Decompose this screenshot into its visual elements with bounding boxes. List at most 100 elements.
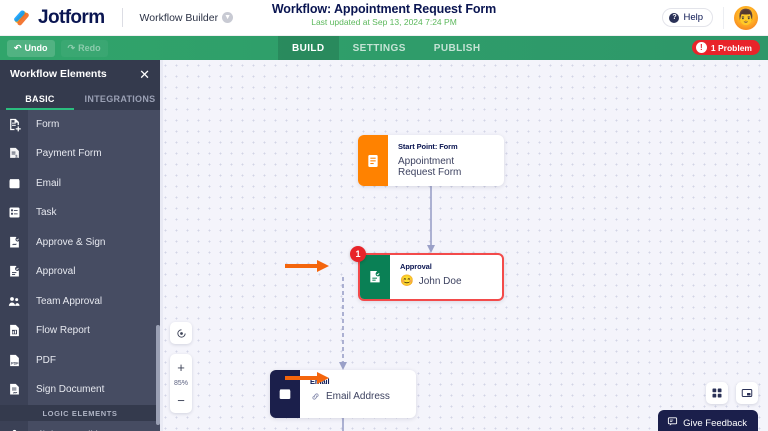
sidebar-item-approve-and-sign[interactable]: Approve & Sign [0, 227, 160, 258]
approval-check-icon [360, 255, 390, 299]
canvas-left-edge [160, 60, 163, 431]
sidebar-section-logic-elements: LOGIC ELEMENTS [0, 405, 160, 421]
give-feedback-button[interactable]: Give Feedback [658, 410, 758, 431]
tab-build-label: BUILD [292, 42, 325, 54]
sidebar-item-sign-document[interactable]: Sign Document [0, 375, 160, 405]
top-bar: Jotform Workflow Builder ▼ Workflow: App… [0, 0, 768, 36]
grid-view-icon[interactable] [706, 382, 728, 404]
sidebar-item-pdf[interactable]: PDF PDF [0, 345, 160, 376]
sidebar-item-email[interactable]: Email [0, 168, 160, 199]
team-approval-icon [0, 286, 28, 316]
sidebar-section-label: LOGIC ELEMENTS [42, 408, 118, 418]
sidebar-item-approval[interactable]: Approval [0, 257, 160, 287]
sidebar-item-team-approval[interactable]: Team Approval [0, 286, 160, 317]
arrow-shaft [285, 264, 319, 268]
node-main-label: John Doe [418, 276, 462, 287]
product-switcher[interactable]: Workflow Builder ▼ [140, 12, 234, 24]
sidebar-item-approve-and-sign-body: Approve & Sign [28, 227, 160, 257]
tab-settings[interactable]: SETTINGS [339, 36, 420, 60]
sidebar-item-label: Flow Report [36, 325, 90, 337]
problem-count-label: 1 Problem [710, 42, 752, 53]
sidebar-item-label: Payment Form [36, 148, 102, 160]
form-document-icon [358, 135, 388, 186]
annotation-arrow-1 [285, 260, 331, 272]
fit-view-icon[interactable] [170, 322, 192, 344]
sidebar-item-if-else-condition[interactable]: If/Else Condition [0, 420, 160, 431]
sidebar-item-payment-form-body: Payment Form [28, 139, 160, 169]
build-toolbar: ↶ Undo ↷ Redo BUILD SETTINGS PUBLISH ! 1… [0, 36, 768, 60]
feedback-icon [667, 416, 678, 430]
sidebar-title: Workflow Elements [10, 68, 107, 80]
sidebar-item-flow-report-body: Flow Report [28, 316, 160, 346]
sidebar-item-email-body: Email [28, 168, 160, 198]
arrow-head [317, 260, 329, 272]
avatar[interactable]: 👨 [734, 5, 758, 30]
tab-settings-label: SETTINGS [352, 42, 406, 54]
arrow-shaft [285, 376, 319, 380]
undo-arrow-icon: ↶ [14, 42, 22, 53]
tab-basic-label: BASIC [25, 94, 55, 104]
workflow-canvas[interactable]: Start Point: Form Appointment Request Fo… [160, 60, 768, 431]
error-count: 1 [355, 249, 361, 259]
sidebar-item-label: Task [36, 207, 57, 219]
node-error-badge[interactable]: 1 [350, 246, 366, 262]
status-badge[interactable]: ! 1 Problem [691, 40, 760, 55]
node-main-text: Appointment Request Form [398, 156, 490, 178]
brand-block[interactable]: Jotform Workflow Builder ▼ [0, 6, 234, 29]
undo-button[interactable]: ↶ Undo [7, 39, 55, 57]
minimap-icon[interactable] [736, 382, 758, 404]
node-approval-body: Approval 😊 John Doe [390, 255, 476, 299]
node-main-label: Email Address [326, 391, 390, 402]
approve-sign-icon [0, 227, 28, 257]
elements-sidebar: Workflow Elements ✕ BASIC INTEGRATIONS F… [0, 60, 160, 431]
zoom-in-button[interactable]: + [177, 359, 185, 375]
node-main-text: 😊 John Doe [400, 276, 462, 288]
tab-publish[interactable]: PUBLISH [420, 36, 495, 60]
undo-label: Undo [24, 43, 48, 53]
zoom-controls: + 85% − [170, 322, 192, 413]
pdf-icon: PDF [0, 345, 28, 375]
help-button[interactable]: ? Help [662, 8, 713, 27]
redo-button[interactable]: ↷ Redo [60, 39, 108, 57]
arrow-head [317, 372, 329, 384]
sidebar-item-payment-form[interactable]: $ Payment Form [0, 139, 160, 169]
task-list-icon [0, 198, 28, 228]
tab-integrations-label: INTEGRATIONS [84, 94, 156, 104]
annotation-arrow-2 [285, 372, 331, 384]
node-start-point-form[interactable]: Start Point: Form Appointment Request Fo… [358, 135, 504, 186]
sidebar-item-sign-document-body: Sign Document [28, 375, 160, 405]
svg-text:PDF: PDF [11, 361, 19, 365]
condition-icon [0, 420, 28, 431]
sidebar-item-label: Sign Document [36, 384, 105, 396]
sidebar-item-label: Team Approval [36, 295, 103, 307]
node-start-body: Start Point: Form Appointment Request Fo… [388, 135, 504, 186]
question-mark-icon: ? [669, 12, 680, 23]
exclamation-icon: ! [695, 42, 707, 53]
close-icon[interactable]: ✕ [139, 66, 150, 82]
tab-integrations[interactable]: INTEGRATIONS [80, 88, 160, 110]
feedback-label: Give Feedback [683, 417, 747, 429]
tab-build[interactable]: BUILD [278, 36, 339, 60]
sidebar-item-task[interactable]: Task [0, 198, 160, 228]
sidebar-item-label: Email [36, 177, 62, 189]
tab-publish-label: PUBLISH [433, 42, 481, 54]
main-tabs: BUILD SETTINGS PUBLISH [278, 36, 494, 60]
sidebar-item-form[interactable]: Form [0, 110, 160, 140]
link-icon [310, 391, 321, 402]
top-bar-divider [723, 6, 724, 29]
brand-wordmark: Jotform [38, 6, 105, 28]
node-approval[interactable]: Approval 😊 John Doe [358, 253, 504, 301]
avatar-glyph: 👨 [736, 9, 756, 26]
tab-basic[interactable]: BASIC [0, 88, 80, 110]
sidebar-item-flow-report[interactable]: Flow Report [0, 316, 160, 346]
sidebar-item-label: Form [36, 118, 60, 130]
sidebar-scrollbar[interactable] [156, 325, 160, 425]
top-bar-right: ? Help 👨 [662, 5, 768, 30]
zoom-stack: + 85% − [170, 354, 192, 413]
sidebar-element-list: Form $ Payment Form Email [0, 110, 160, 431]
form-add-icon [0, 110, 28, 139]
zoom-out-button[interactable]: − [177, 392, 185, 408]
approval-check-icon [0, 257, 28, 287]
jotform-logo-icon [12, 8, 31, 27]
